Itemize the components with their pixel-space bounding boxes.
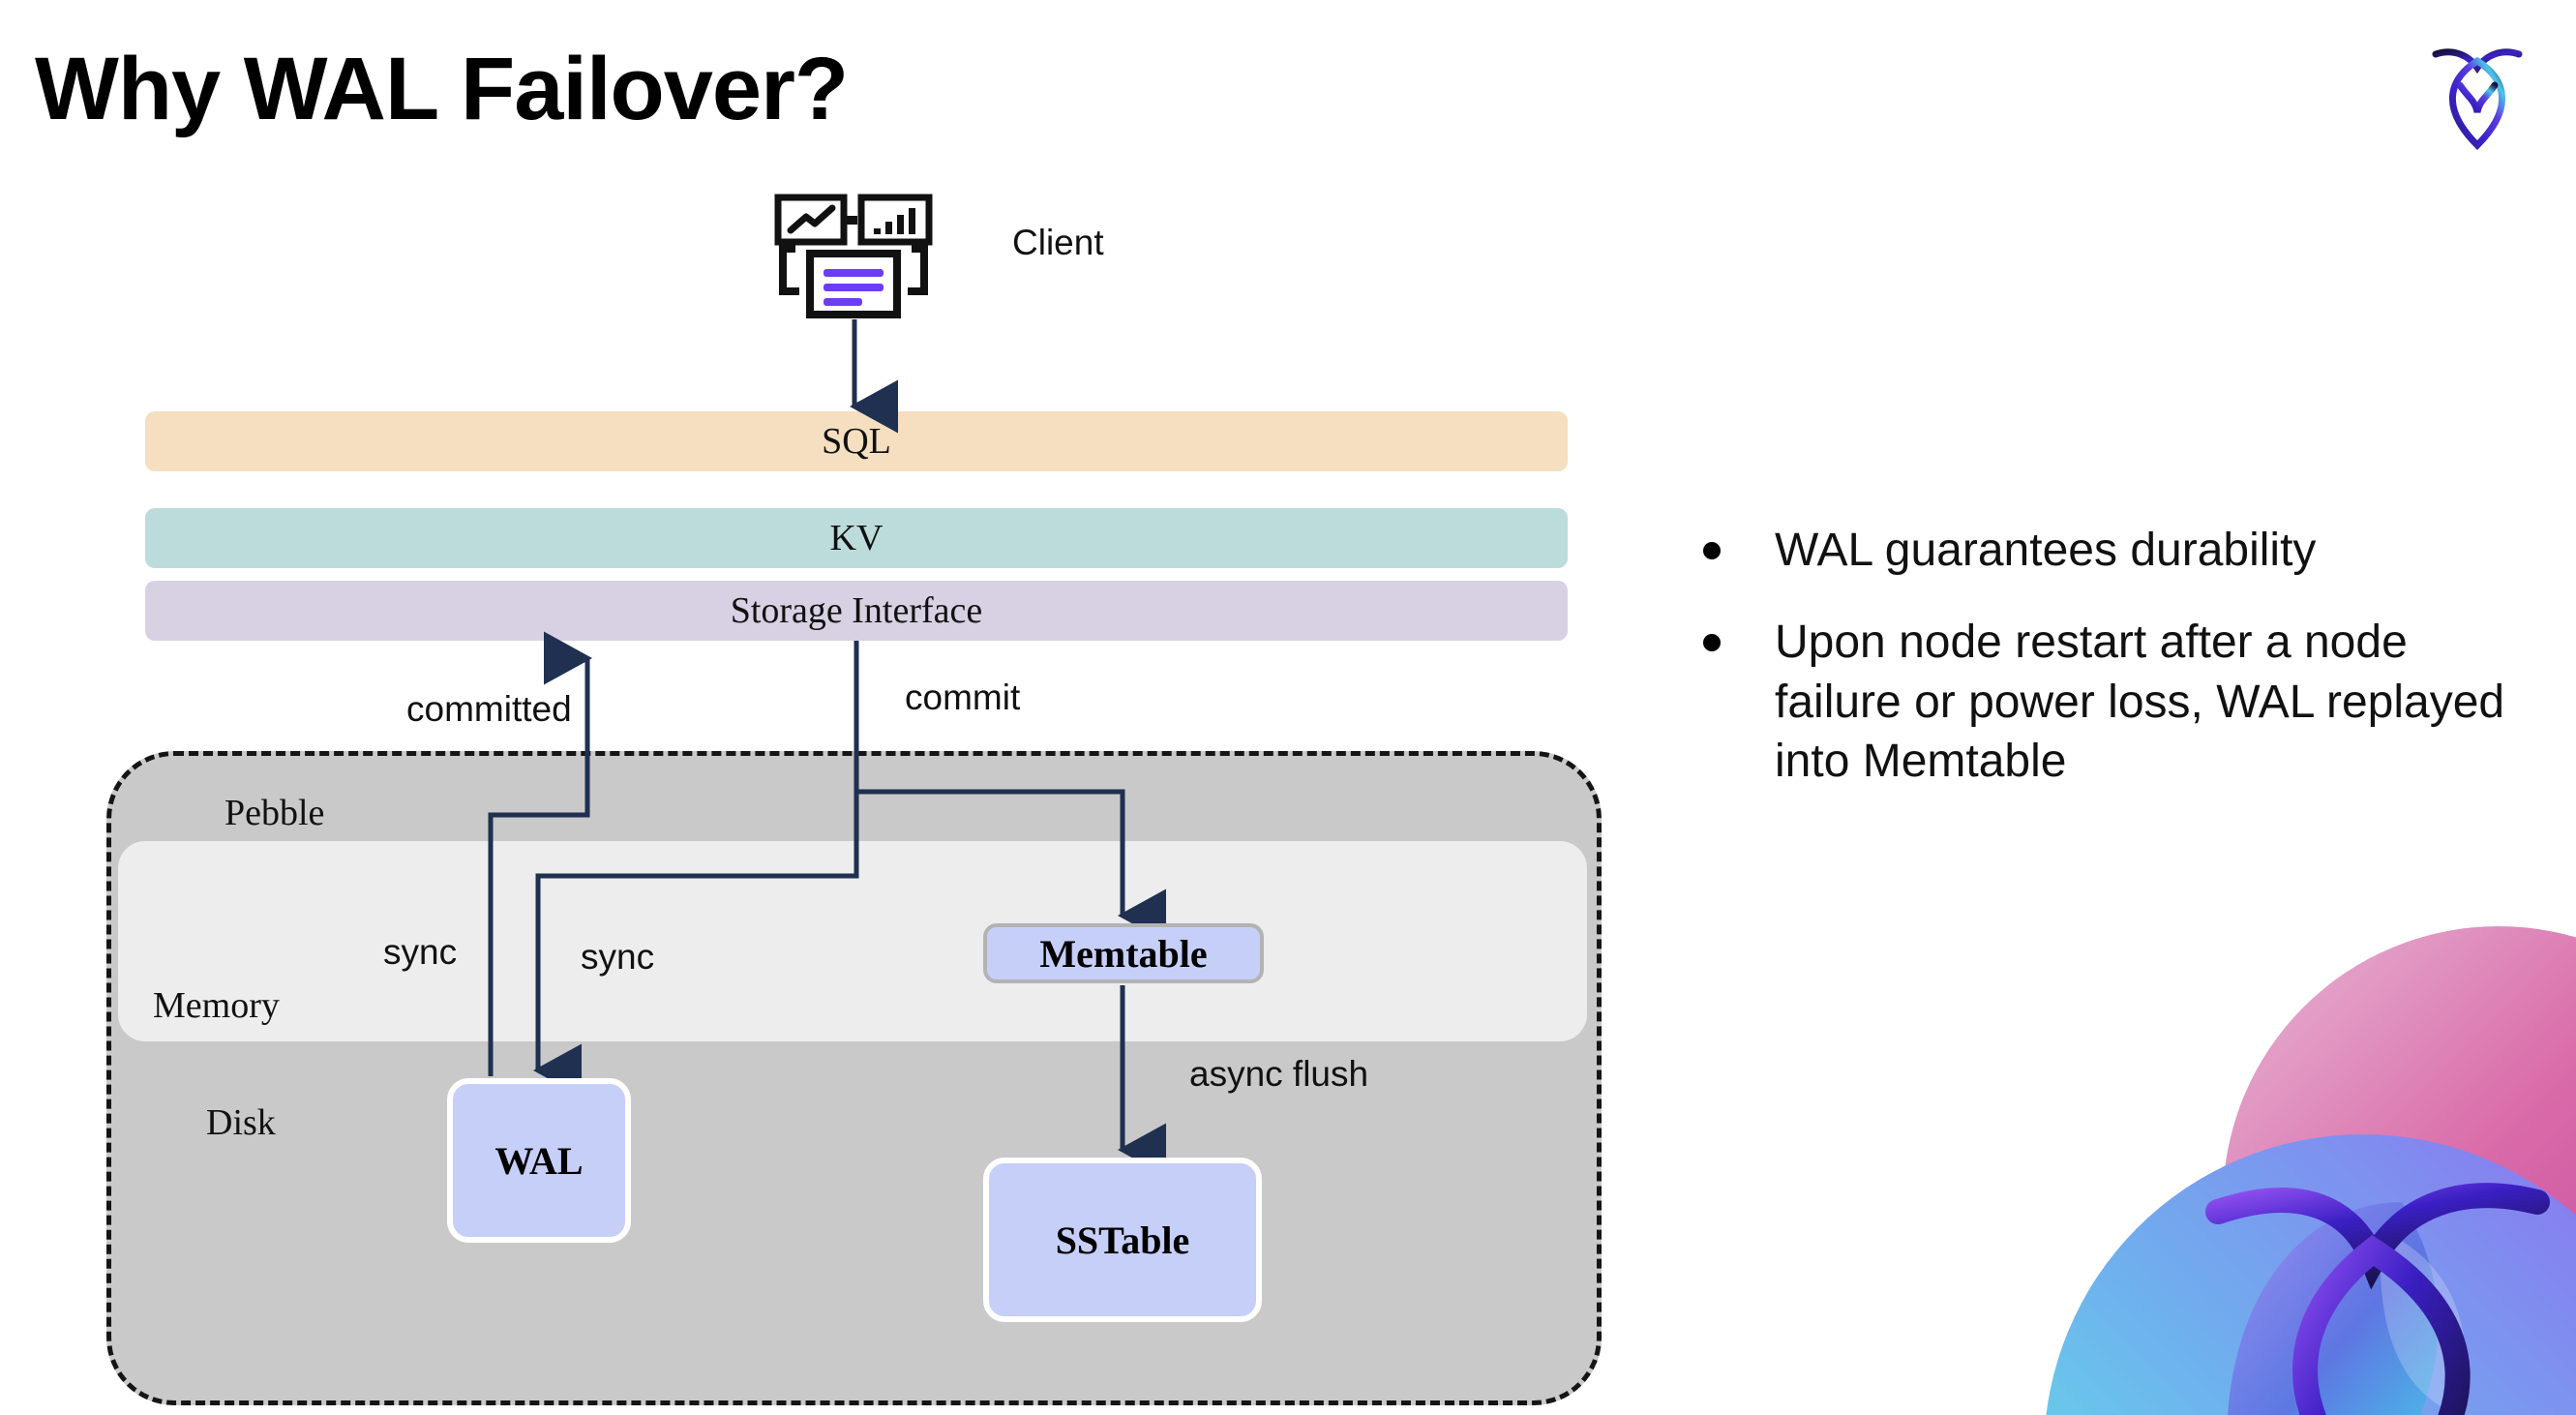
component-label-wal: WAL	[494, 1138, 584, 1183]
bullet-list: WAL guarantees durability Upon node rest…	[1703, 521, 2526, 825]
edge-label-sync-left: sync	[383, 932, 458, 972]
layer-bar-kv: KV	[145, 508, 1568, 568]
client-dashboard-icon	[774, 194, 934, 319]
component-box-wal: WAL	[447, 1078, 631, 1243]
edge-label-commit: commit	[905, 677, 1021, 717]
list-item: Upon node restart after a node failure o…	[1703, 613, 2526, 791]
component-box-sstable: SSTable	[983, 1158, 1262, 1322]
layer-label-sql: SQL	[822, 421, 891, 462]
disk-label: Disk	[206, 1102, 276, 1143]
page-title: Why WAL Failover?	[35, 40, 849, 138]
layer-label-storage-interface: Storage Interface	[730, 590, 983, 631]
layer-bar-storage-interface: Storage Interface	[145, 581, 1568, 641]
cockroachdb-logo	[2414, 29, 2540, 160]
memory-label: Memory	[153, 985, 280, 1026]
edge-label-committed: committed	[406, 689, 572, 729]
bullet-dot-icon	[1703, 634, 1721, 652]
component-box-memtable: Memtable	[983, 923, 1264, 983]
decorative-logo-artwork	[1995, 912, 2576, 1415]
pebble-label: Pebble	[225, 793, 325, 833]
bullet-text: Upon node restart after a node failure o…	[1775, 617, 2505, 788]
component-label-memtable: Memtable	[1039, 931, 1208, 976]
edge-label-sync-right: sync	[581, 937, 655, 977]
bullet-dot-icon	[1703, 542, 1721, 559]
list-item: WAL guarantees durability	[1703, 521, 2526, 580]
client-label: Client	[1012, 223, 1104, 262]
layer-label-kv: KV	[829, 518, 884, 558]
component-label-sstable: SSTable	[1055, 1218, 1190, 1262]
bullet-text: WAL guarantees durability	[1775, 525, 2317, 576]
layer-bar-sql: SQL	[145, 411, 1568, 471]
architecture-diagram: Client SQL KV Storage Interface Pebble M…	[106, 194, 1602, 1405]
edge-label-async-flush: async flush	[1189, 1054, 1369, 1094]
memory-region	[118, 841, 1587, 1041]
